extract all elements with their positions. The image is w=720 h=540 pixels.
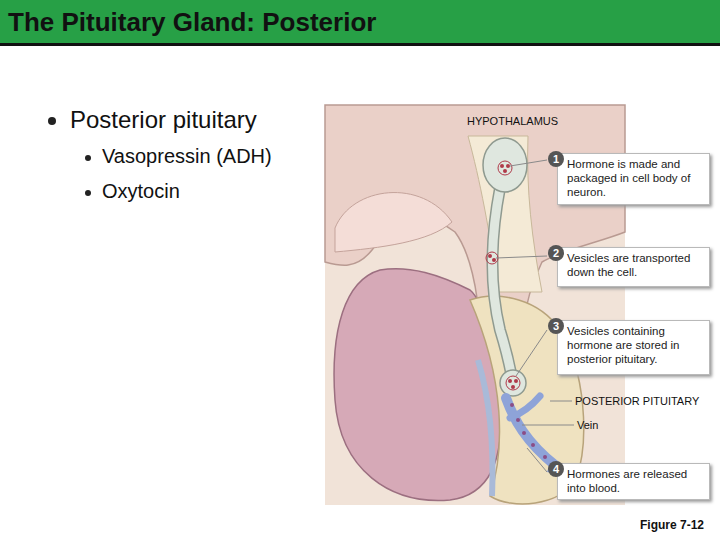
step-box: 3Vesicles containing hormone are stored … [557,320,710,375]
vein-branch [510,396,540,418]
released-hormones [510,403,547,459]
step-text: Hormone is made and packaged in cell bod… [558,154,709,202]
region-label: HYPOTHALAMUS [467,115,558,128]
vesicle-group [486,161,520,390]
figure-caption: Figure 7-12 [640,519,704,533]
bullet [85,190,91,196]
hormone-dot [500,164,504,168]
hormone-dots [488,164,518,389]
leader-line [527,448,547,472]
step-box: 2Vesicles are transported down the cell. [557,247,710,287]
vessel-stripe [478,360,492,496]
hormone-dot [506,164,510,168]
leader-line [522,425,574,426]
leader-line [516,330,547,376]
callout-number: 1 [548,151,564,167]
vesicle [498,161,512,175]
axon [492,188,512,378]
axon-outline [492,188,512,378]
hormone-dot [488,254,492,258]
step-text: Vesicles are transported down the cell. [558,248,709,282]
bullet-item: Vasopressin (ADH) [102,145,272,168]
slide-title: The Pituitary Gland: Posterior [8,8,376,38]
part-label: Vein [577,419,598,432]
callout-number: 2 [548,245,564,261]
step-box: 4Hormones are released into blood. [557,463,710,500]
hormone-dot [508,379,512,383]
leader-line [496,256,547,258]
hormone-dot [514,379,518,383]
hormone-dot [510,403,514,407]
hormone-dot [543,455,547,459]
hormone-dot [503,169,507,173]
step-text: Hormones are released into blood. [558,464,709,498]
bullet-heading: Posterior pituitary [70,106,257,134]
leader-line [550,401,572,402]
bullet [85,155,91,161]
hormone-dot [522,431,526,435]
axon-terminal [500,370,526,396]
hormone-dot [516,418,520,422]
bullet [48,117,56,125]
pituitary-stalk [468,136,542,292]
hormone-dot [511,385,515,389]
part-label: POSTERIOR PITUITARY [575,395,699,408]
step-box: 1Hormone is made and packaged in cell bo… [557,153,710,205]
hormone-dot [492,258,496,262]
callout-number: 4 [548,461,564,477]
leader-lines [496,160,574,472]
callout-number: 3 [548,318,564,334]
cell-body [483,138,527,192]
bullet-item: Oxytocin [102,180,180,203]
vesicle [506,376,520,390]
step-text: Vesicles containing hormone are stored i… [558,321,709,369]
leader-line [510,160,547,166]
hormone-dot [531,443,535,447]
optic-chiasm [335,193,452,252]
